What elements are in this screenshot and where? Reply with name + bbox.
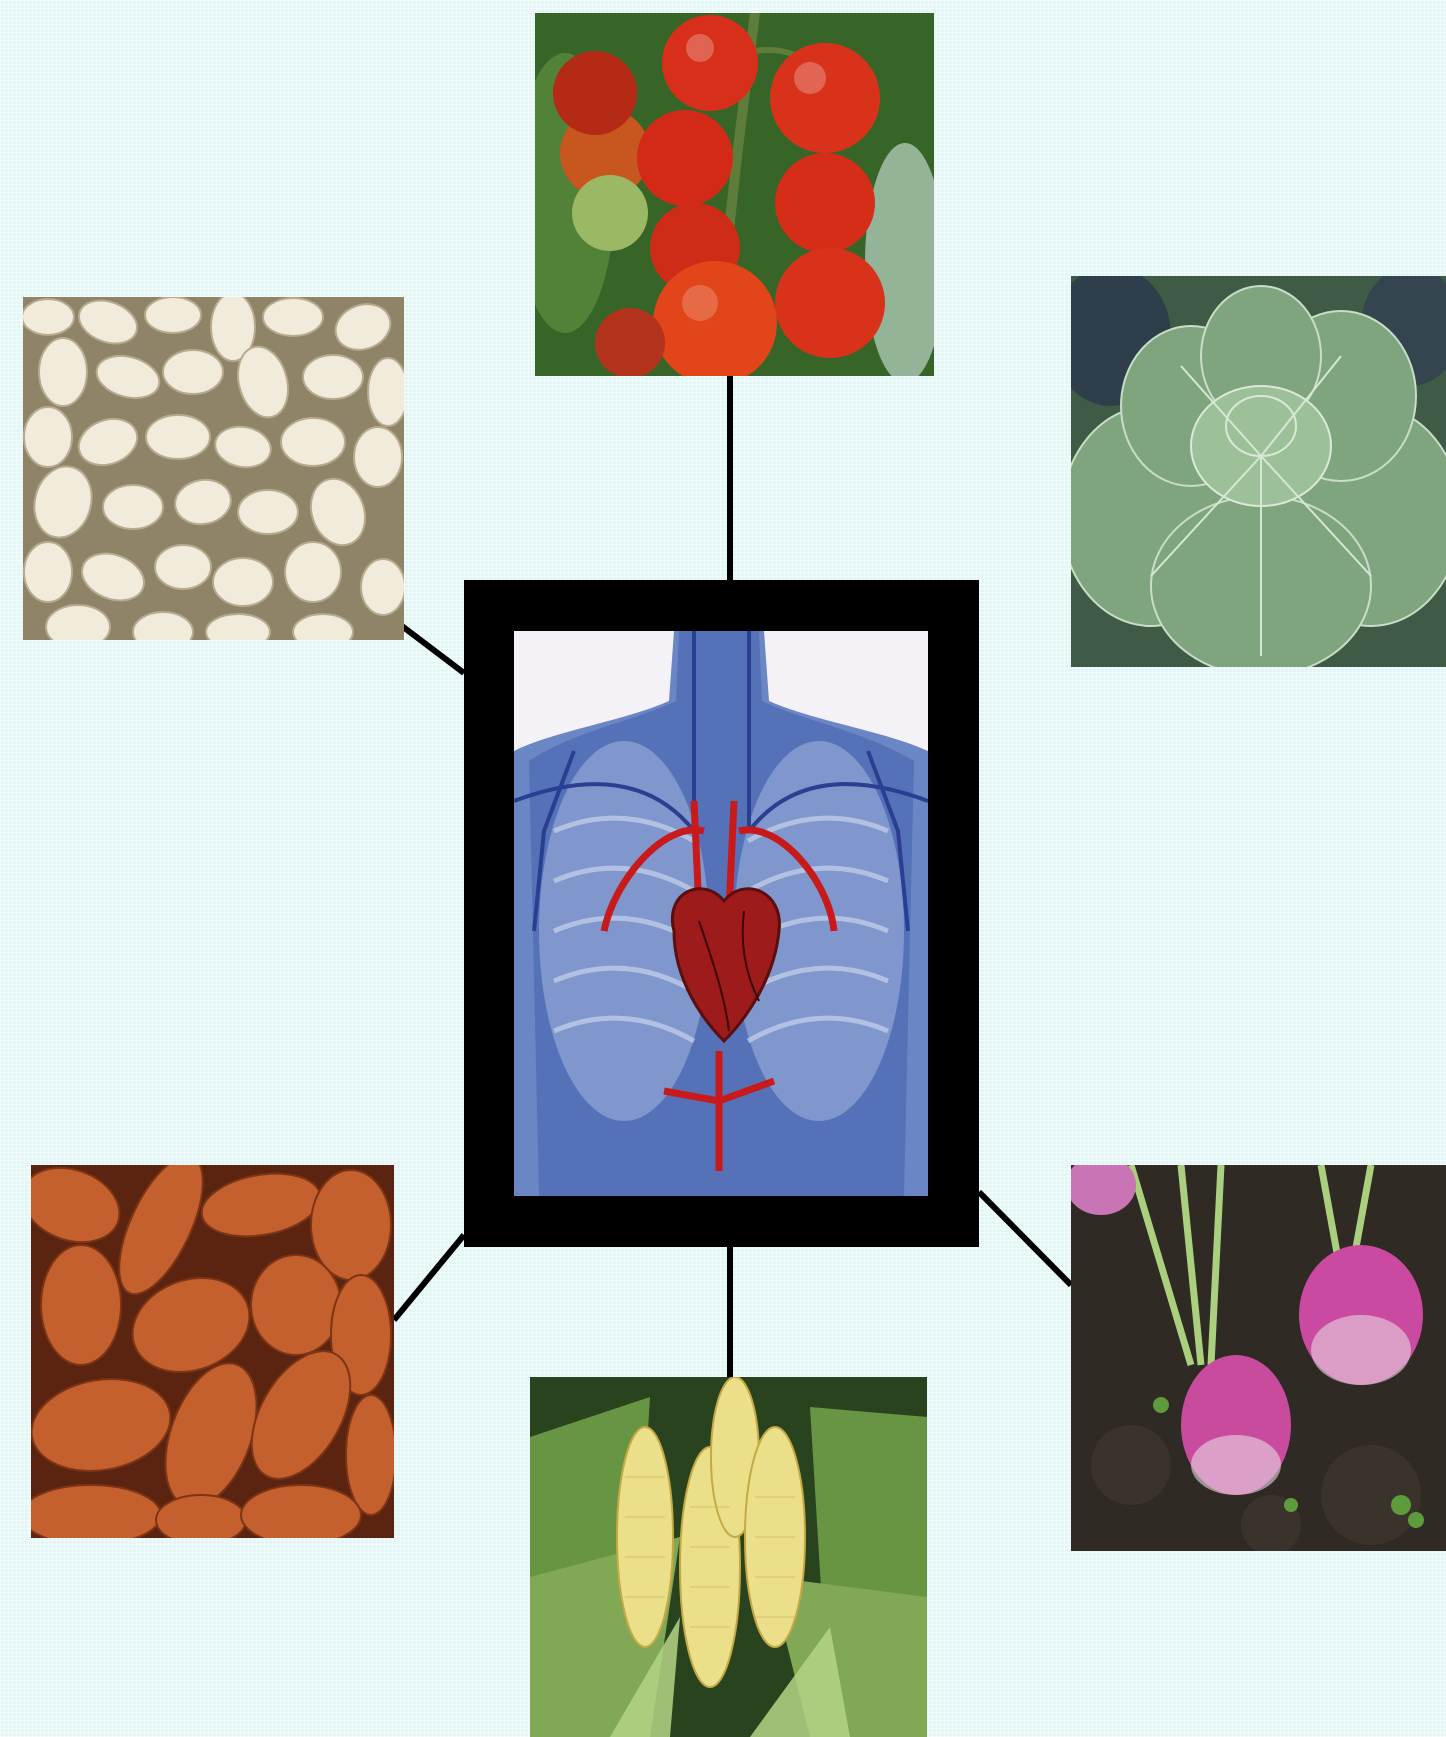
connector-lower-right bbox=[979, 1192, 1071, 1285]
cardiovascular-system-image bbox=[514, 631, 928, 1196]
tomatoes-image bbox=[535, 13, 934, 376]
connector-lower-left bbox=[394, 1235, 464, 1320]
white-beans-image bbox=[23, 297, 404, 640]
collard-greens-image bbox=[1071, 276, 1446, 667]
corn-image bbox=[530, 1377, 927, 1737]
turnips-image bbox=[1071, 1165, 1446, 1551]
sweet-potatoes-image bbox=[31, 1165, 394, 1538]
connector-upper-left bbox=[394, 620, 464, 673]
center-frame bbox=[464, 580, 979, 1247]
